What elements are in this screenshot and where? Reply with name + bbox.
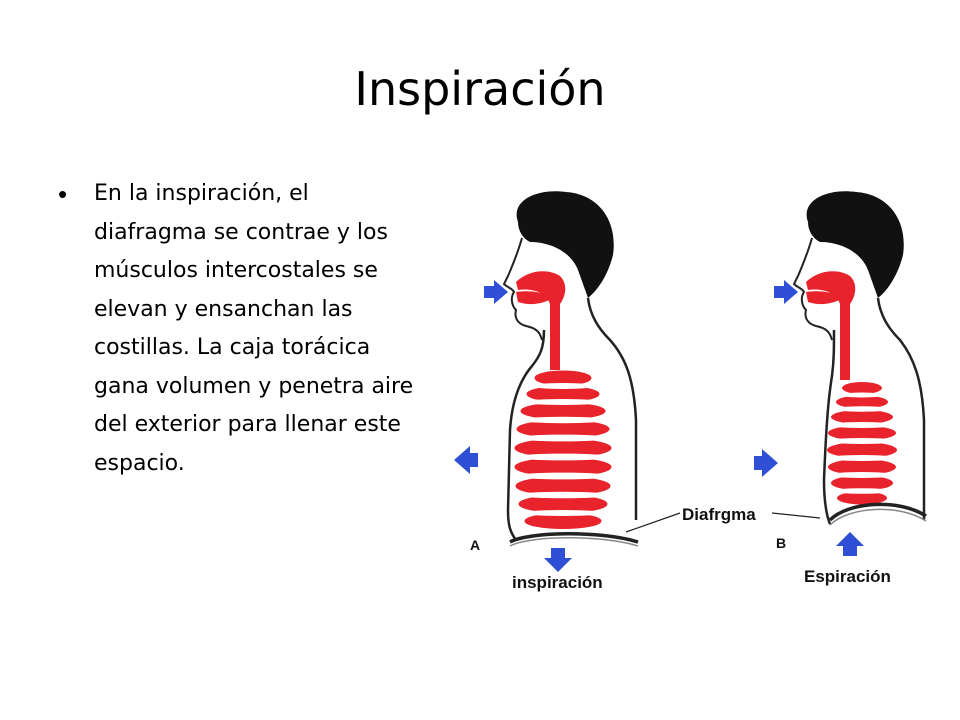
bullet-text: En la inspiración, el diafragma se contr… bbox=[94, 181, 414, 476]
figure-b-label: B bbox=[776, 535, 786, 551]
figure-a-body-back bbox=[586, 297, 638, 520]
figure-b-arrow-mouth bbox=[774, 280, 798, 304]
figure-b-hair bbox=[806, 191, 904, 298]
bullet-list: • En la inspiración, el diafragma se con… bbox=[58, 175, 423, 483]
figure-a-mouth bbox=[516, 291, 552, 305]
figure-a-label: A bbox=[470, 537, 480, 553]
figure-a-lung bbox=[514, 370, 612, 529]
figure-a-arrow-diaphragm bbox=[544, 548, 572, 572]
figure-a-arrow-mouth bbox=[484, 280, 508, 304]
diaphragm-callout: Diafrgma bbox=[625, 505, 821, 533]
figure-a-hair bbox=[516, 191, 614, 298]
figure-b-arrow-diaphragm bbox=[836, 532, 864, 556]
figure-b-body-front bbox=[822, 329, 836, 525]
figure-b-lung bbox=[827, 382, 897, 505]
figure-b-body-back bbox=[876, 297, 926, 520]
figure-a-airway bbox=[516, 271, 566, 370]
figure-a-body-front bbox=[506, 329, 546, 541]
slide-title: Inspiración bbox=[354, 62, 606, 116]
figure-a-inspiration: A inspiración bbox=[454, 191, 639, 592]
figure-a-arrow-chest bbox=[454, 446, 478, 474]
figure-b-arrow-chest bbox=[754, 449, 778, 477]
figure-b-diaphragm bbox=[828, 502, 927, 522]
figure-a-diaphragm bbox=[509, 532, 639, 544]
figure-b-caption: Espiración bbox=[804, 567, 891, 586]
figure-b-airway bbox=[806, 271, 856, 380]
figure-b-expiration: B Espiración bbox=[754, 191, 927, 586]
figure-a-caption: inspiración bbox=[512, 573, 603, 592]
bullet-marker: • bbox=[58, 179, 68, 209]
figure-a-face bbox=[502, 237, 543, 341]
figure-b-mouth bbox=[806, 291, 842, 305]
figure-b-face bbox=[792, 237, 833, 341]
breathing-diagram: A inspiración bbox=[448, 180, 960, 600]
diaphragm-label: Diafrgma bbox=[682, 505, 756, 524]
